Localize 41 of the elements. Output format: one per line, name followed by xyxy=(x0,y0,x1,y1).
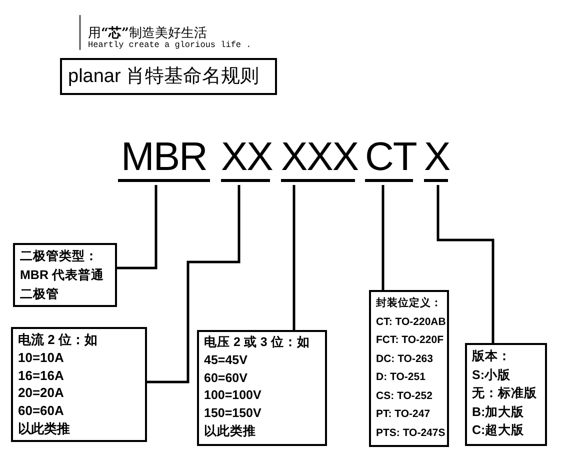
code-segment: MBR xyxy=(118,136,210,182)
box-text: MBR 代表普通二极管 xyxy=(20,267,105,303)
box-text: DC: TO-263 xyxy=(376,352,434,366)
box-text: C:超大版 xyxy=(472,422,526,439)
slogan-subtitle: Heartly create a glorious life . xyxy=(88,40,252,50)
box-text: 150=150V xyxy=(204,405,262,422)
connector-line xyxy=(292,185,296,330)
code-segment: X xyxy=(424,136,448,182)
box-heading: 封装位定义： xyxy=(376,296,442,311)
box-text: PT: TO-247 xyxy=(376,407,432,422)
connector-line xyxy=(382,185,384,290)
box-text: 无：标准版 xyxy=(472,385,538,402)
definition-box xyxy=(465,343,547,446)
box-text: 10=10A xyxy=(18,348,65,367)
box-text: D: TO-251 xyxy=(376,370,426,385)
box-text: 以此类推 xyxy=(18,420,71,438)
box-text: 20=20A xyxy=(18,384,65,402)
definition-box xyxy=(13,243,117,307)
definition-box xyxy=(369,290,449,447)
code-segment: XX xyxy=(221,136,270,182)
connector-line xyxy=(147,185,240,384)
title-box: planar 肖特基命名规则 xyxy=(60,58,277,95)
definition-box xyxy=(11,327,147,442)
box-heading: 版本： xyxy=(472,348,512,365)
box-heading: 电压 2 或 3 位：如 xyxy=(204,334,311,351)
definition-box xyxy=(197,330,327,446)
box-text: 60=60V xyxy=(204,370,248,387)
slogan: 用“芯”制造美好生活 xyxy=(88,25,207,41)
connector-line xyxy=(117,185,158,270)
box-text: 以此类推 xyxy=(204,422,257,440)
box-text: B:加大版 xyxy=(472,404,526,420)
box-text: FCT: TO-220F xyxy=(376,333,442,348)
box-text: 45=45V xyxy=(204,352,248,369)
box-text: 16=16A xyxy=(18,366,65,384)
box-text: CS: TO-252 xyxy=(376,388,434,404)
box-heading: 二极管类型： xyxy=(20,248,99,265)
connector-line xyxy=(436,185,494,343)
box-heading: 电流 2 位：如 xyxy=(18,331,98,349)
box-text: S:小版 xyxy=(472,366,512,384)
box-text: 100=100V xyxy=(204,387,262,404)
box-text: 60=60A xyxy=(18,402,65,420)
